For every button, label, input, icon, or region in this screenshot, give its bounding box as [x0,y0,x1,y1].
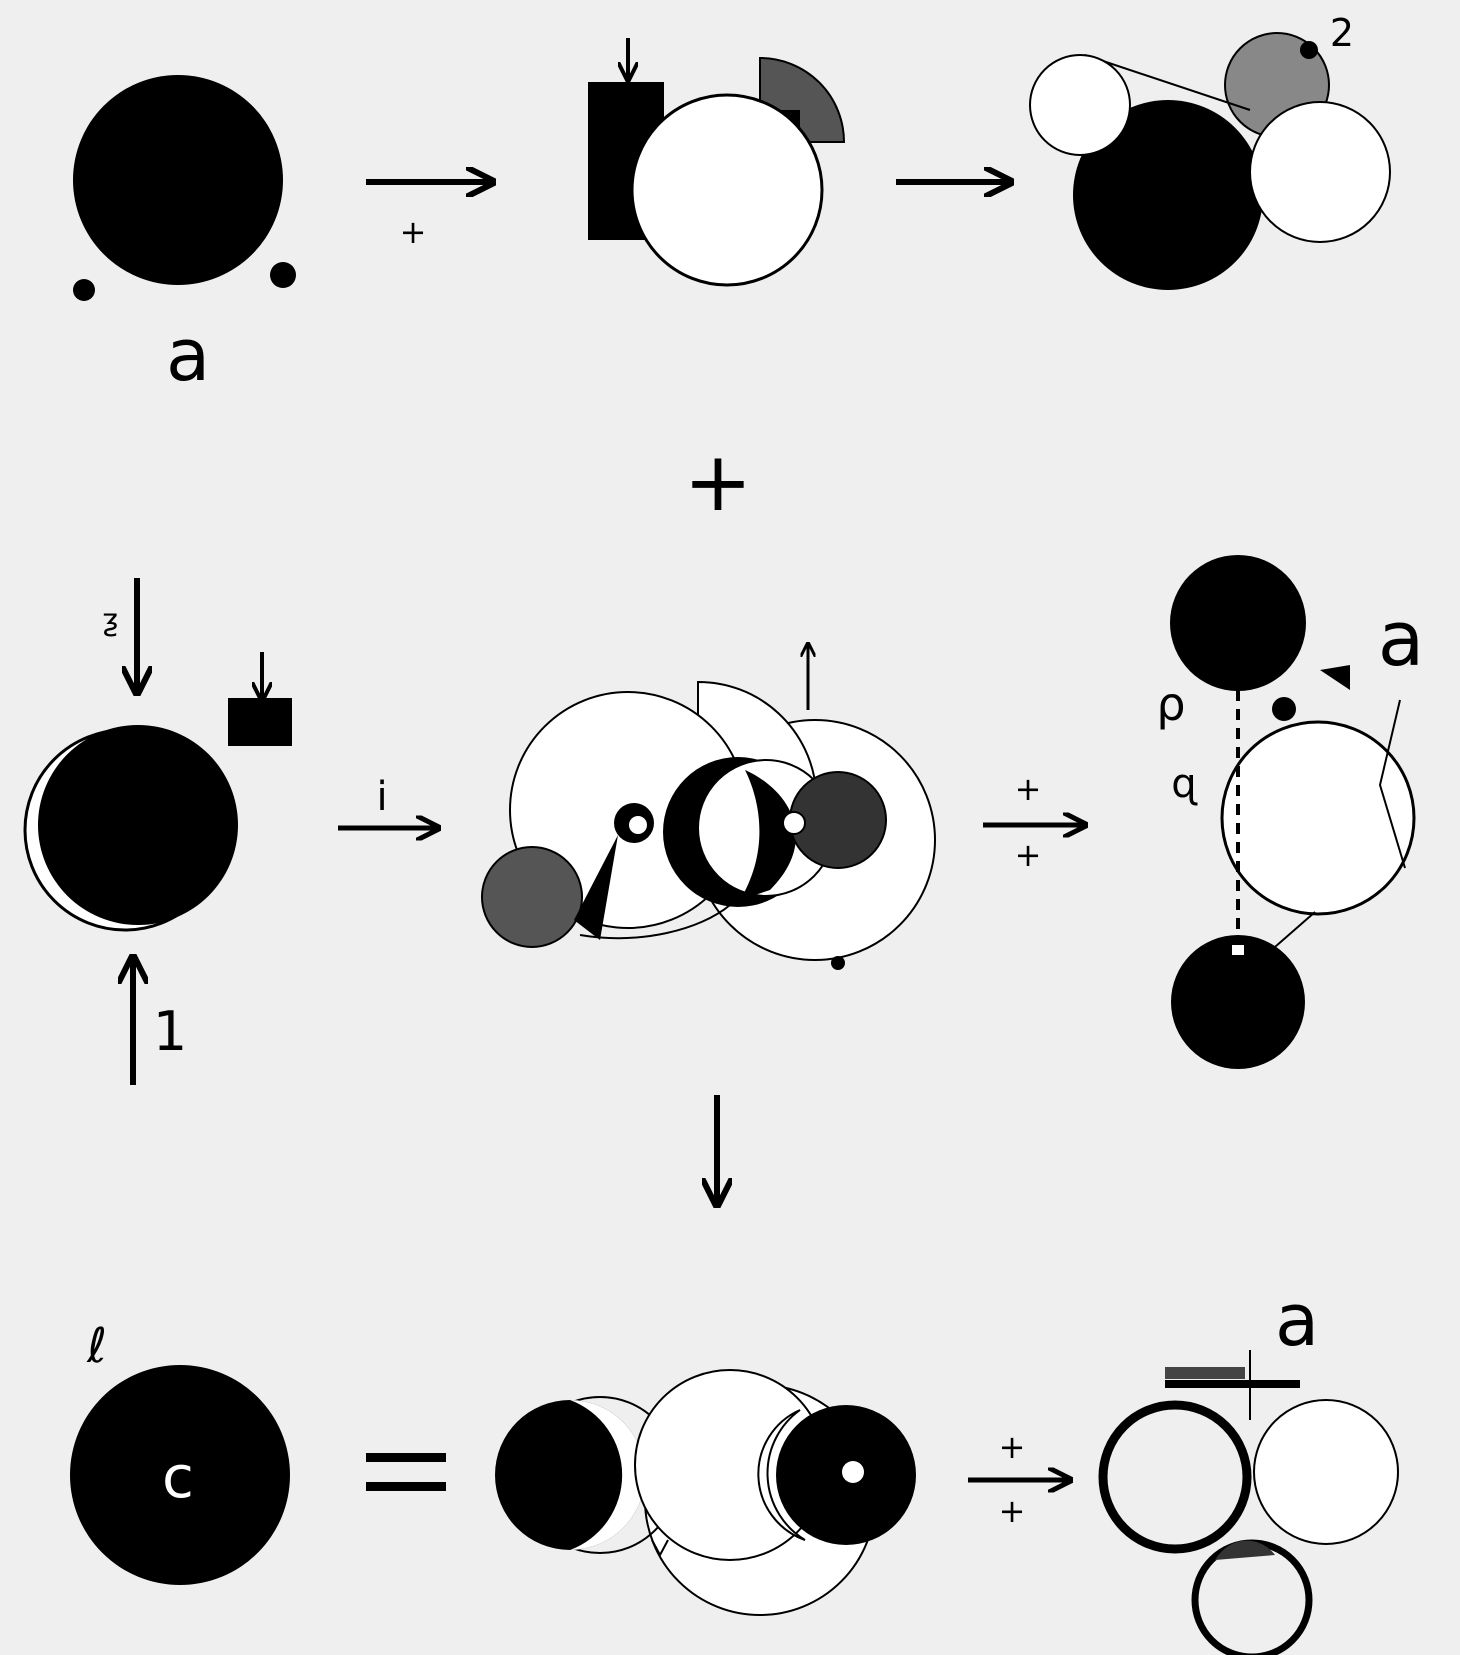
small-white-square [1232,945,1244,955]
grey-circle-left [482,847,582,947]
row2-item3-vertical: a ρ ɋ [1156,555,1424,1069]
row3-item1-c-circle: ℓ c [70,1318,290,1585]
label-a: a [1275,1278,1319,1362]
label-1: 1 [153,1000,187,1063]
small-white-dot [783,812,805,834]
label-s: ƺ [102,603,118,638]
white-circle [632,95,822,285]
white-circle-right [1250,102,1390,242]
label-a: a [166,313,210,397]
small-dot-left [73,279,95,301]
row1-arrow1: + [366,182,490,251]
top-black-circle [1170,555,1306,691]
white-circle [1222,722,1414,914]
arrow-plus-label: + [400,213,427,251]
grey-bar [1165,1367,1245,1379]
middle-plus: + [684,435,753,530]
row1-item3-cluster: 2 [1030,11,1390,290]
label-c: c [162,1443,194,1511]
arrow-i-label: i [376,774,387,820]
small-dot [1272,697,1296,721]
equals-sign [366,1453,446,1491]
small-dot [1300,41,1318,59]
label-p2: ɋ [1171,761,1198,807]
small-black-dot [831,956,845,970]
small-triangle [1320,665,1350,690]
label-p1: ρ [1156,677,1185,731]
arrow-plus-bottom: + [1015,836,1042,874]
row3-arrow: + + [968,1428,1068,1530]
row3-item2-overlap [495,1370,916,1615]
ring-white-center [629,816,647,834]
bottom-thick-ring [1195,1543,1309,1655]
label-a: a [1378,594,1425,683]
row2-item2-complex-cluster [482,645,935,970]
row1-item2-rect-circle [588,38,844,285]
black-square [228,698,292,746]
arrow-plus-bottom: + [999,1492,1026,1530]
black-circle [38,725,238,925]
right-white-dot [842,1461,864,1483]
small-white-circle [1030,55,1130,155]
row2-arrow1: i [338,774,436,828]
small-dot-right [270,262,296,288]
row1-item1-black-circle: a [73,75,296,397]
label-2: 2 [1330,11,1354,55]
black-bar [1165,1380,1300,1388]
right-thin-ring [1254,1400,1398,1544]
row3-item3-rings: a [1103,1278,1398,1655]
left-thick-ring [1103,1405,1247,1549]
arrow-plus-top: + [999,1428,1026,1466]
bottom-black-circle [1171,935,1305,1069]
row2-arrow2: + + [983,770,1083,874]
arrow-plus-top: + [1015,770,1042,808]
row2-item1-crescent: ƺ 1 [25,578,292,1085]
label-l: ℓ [86,1318,107,1374]
